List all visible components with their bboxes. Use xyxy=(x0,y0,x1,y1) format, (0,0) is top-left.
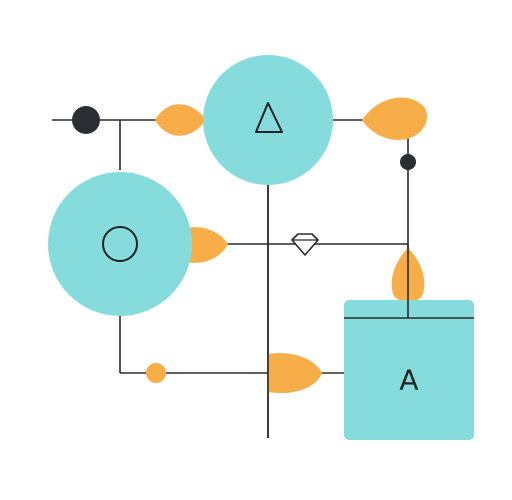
orange-petals xyxy=(146,97,427,394)
left-circle-node xyxy=(48,172,192,316)
petal-left-circle xyxy=(186,227,228,263)
teal-nodes xyxy=(48,55,474,440)
triangle-icon xyxy=(255,102,283,133)
circle-icon xyxy=(102,226,138,262)
petal-top-right xyxy=(362,97,427,140)
bottom-right-box-node xyxy=(344,300,474,440)
petal-bottom xyxy=(268,353,322,394)
petal-top-left xyxy=(155,104,206,136)
gem-icon xyxy=(291,233,319,256)
top-circle-node xyxy=(203,55,333,185)
small-orange-dot xyxy=(146,363,166,383)
dark-dot-right xyxy=(400,154,416,170)
box-label: A xyxy=(399,364,418,397)
dark-dot-left xyxy=(72,106,100,134)
